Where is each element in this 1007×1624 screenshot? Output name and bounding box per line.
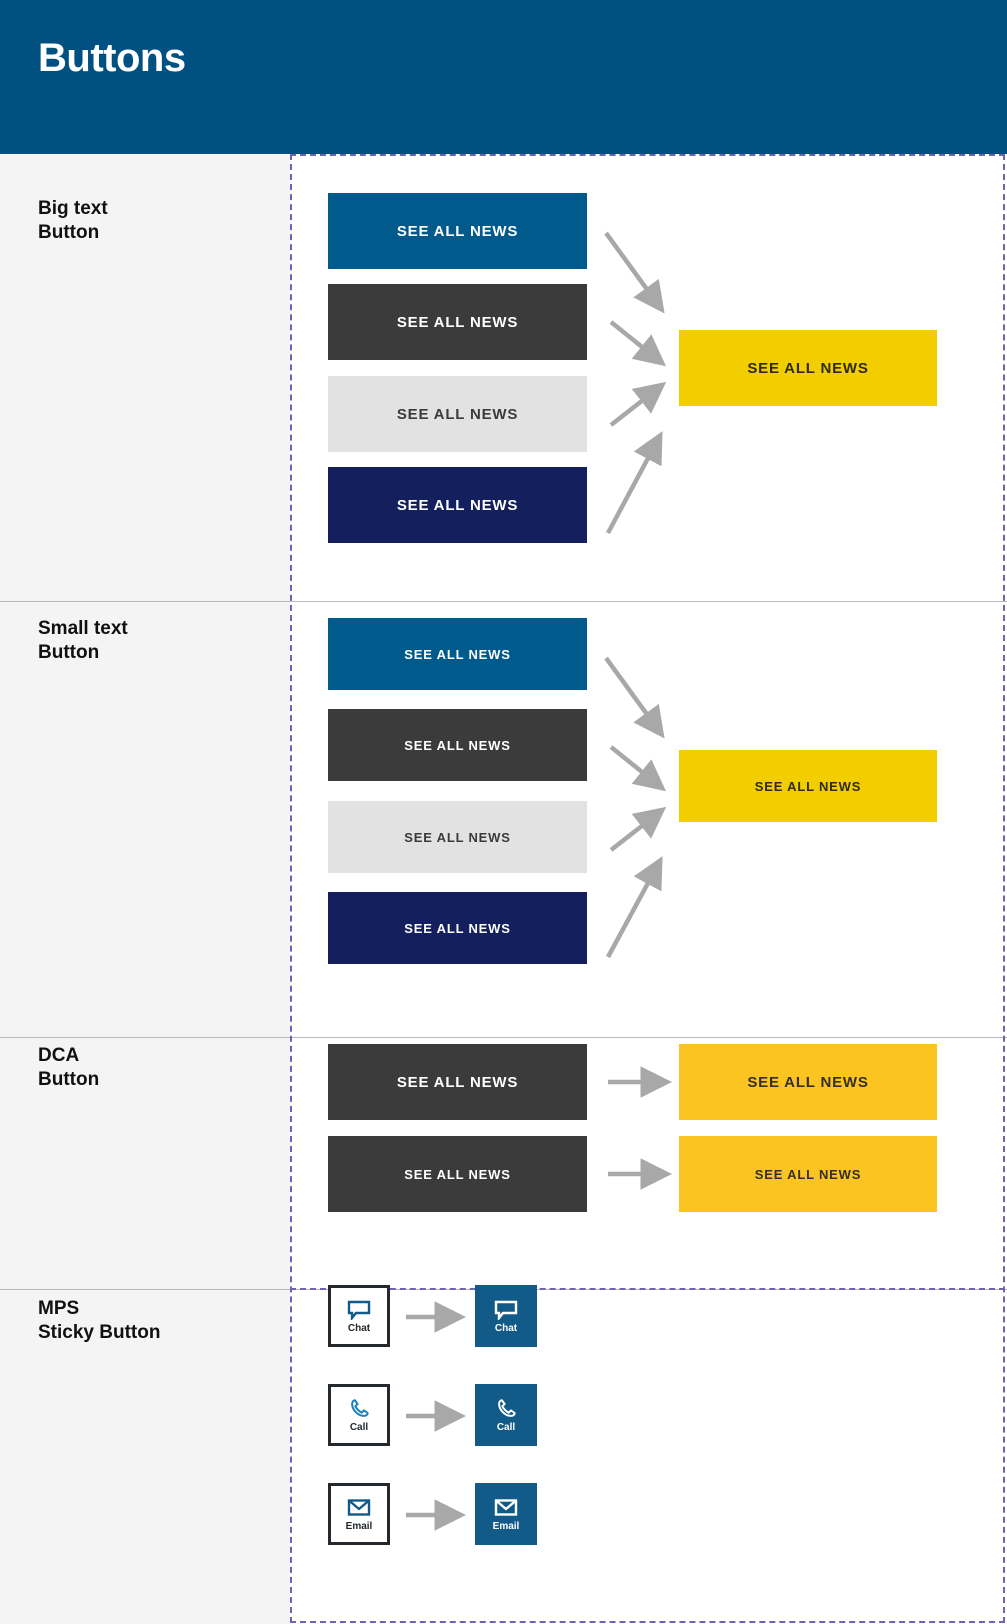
mps-tile-label-call-filled: Call: [496, 1421, 516, 1433]
small-yellow-target-button[interactable]: SEE ALL NEWS: [679, 750, 937, 822]
chat-bubble-icon: [346, 1299, 372, 1321]
big-light-button[interactable]: SEE ALL NEWS: [328, 376, 587, 452]
small-navy-button[interactable]: SEE ALL NEWS: [328, 892, 587, 964]
section-label-cell-small-text: Small text Button: [0, 602, 290, 1038]
phone-handset-icon: [493, 1398, 519, 1420]
mps-tile-call-outline[interactable]: Call: [328, 1384, 390, 1446]
dca-dark-button-big[interactable]: SEE ALL NEWS: [328, 1044, 587, 1120]
envelope-icon: [346, 1497, 372, 1519]
section-label-small-text: Small text Button: [38, 618, 128, 664]
mps-tile-chat-filled[interactable]: Chat: [475, 1285, 537, 1347]
mps-tile-label-chat-outline: Chat: [347, 1322, 371, 1334]
section-mps-sticky-button: MPS Sticky Button Chat Chat: [0, 1285, 1007, 1624]
big-blue-button[interactable]: SEE ALL NEWS: [328, 193, 587, 269]
big-text-convergence-arrows: [604, 231, 667, 535]
section-dca-button: DCA Button SEE ALL NEWS SEE ALL NEWS SEE…: [0, 1038, 1007, 1290]
chat-bubble-icon: [493, 1299, 519, 1321]
mps-arrow-email: [406, 1499, 466, 1531]
small-light-button[interactable]: SEE ALL NEWS: [328, 801, 587, 873]
section-divider-1: [0, 601, 1007, 602]
dca-amber-button-big[interactable]: SEE ALL NEWS: [679, 1044, 937, 1120]
mps-tile-email-filled[interactable]: Email: [475, 1483, 537, 1545]
mps-tile-chat-outline[interactable]: Chat: [328, 1285, 390, 1347]
dca-amber-button-small[interactable]: SEE ALL NEWS: [679, 1136, 937, 1212]
mps-arrow-call: [406, 1400, 466, 1432]
section-small-text-button: Small text Button SEE ALL NEWS SEE ALL N…: [0, 602, 1007, 1038]
mps-tile-label-email-filled: Email: [492, 1520, 520, 1532]
dca-arrows: [608, 1066, 672, 1190]
section-label-mps: MPS Sticky Button: [38, 1298, 161, 1344]
mps-top-dashed-guide: [290, 1288, 1005, 1290]
page-header: Buttons: [0, 0, 1007, 154]
section-label-cell-mps: MPS Sticky Button: [0, 1290, 290, 1624]
small-dark-button[interactable]: SEE ALL NEWS: [328, 709, 587, 781]
section-label-cell-big-text: Big text Button: [0, 155, 290, 602]
small-blue-button[interactable]: SEE ALL NEWS: [328, 618, 587, 690]
big-navy-button[interactable]: SEE ALL NEWS: [328, 467, 587, 543]
section-divider-2: [0, 1037, 1007, 1038]
mps-tile-call-filled[interactable]: Call: [475, 1384, 537, 1446]
mps-tile-email-outline[interactable]: Email: [328, 1483, 390, 1545]
section-label-big-text: Big text Button: [38, 198, 108, 244]
big-yellow-target-button[interactable]: SEE ALL NEWS: [679, 330, 937, 406]
section-label-cell-dca: DCA Button: [0, 1038, 290, 1290]
big-dark-button[interactable]: SEE ALL NEWS: [328, 284, 587, 360]
small-text-convergence-arrows: [604, 656, 667, 959]
dca-dark-button-small[interactable]: SEE ALL NEWS: [328, 1136, 587, 1212]
section-big-text-button: Big text Button SEE ALL NEWS SEE ALL NEW…: [0, 155, 1007, 602]
phone-handset-icon: [346, 1398, 372, 1420]
section-label-dca: DCA Button: [38, 1045, 100, 1091]
page-title: Buttons: [38, 36, 186, 80]
mps-tile-label-call-outline: Call: [349, 1421, 369, 1433]
mps-tile-label-email-outline: Email: [345, 1520, 373, 1532]
mps-tile-label-chat-filled: Chat: [494, 1322, 518, 1334]
envelope-icon: [493, 1497, 519, 1519]
mps-arrow-chat: [406, 1301, 466, 1333]
